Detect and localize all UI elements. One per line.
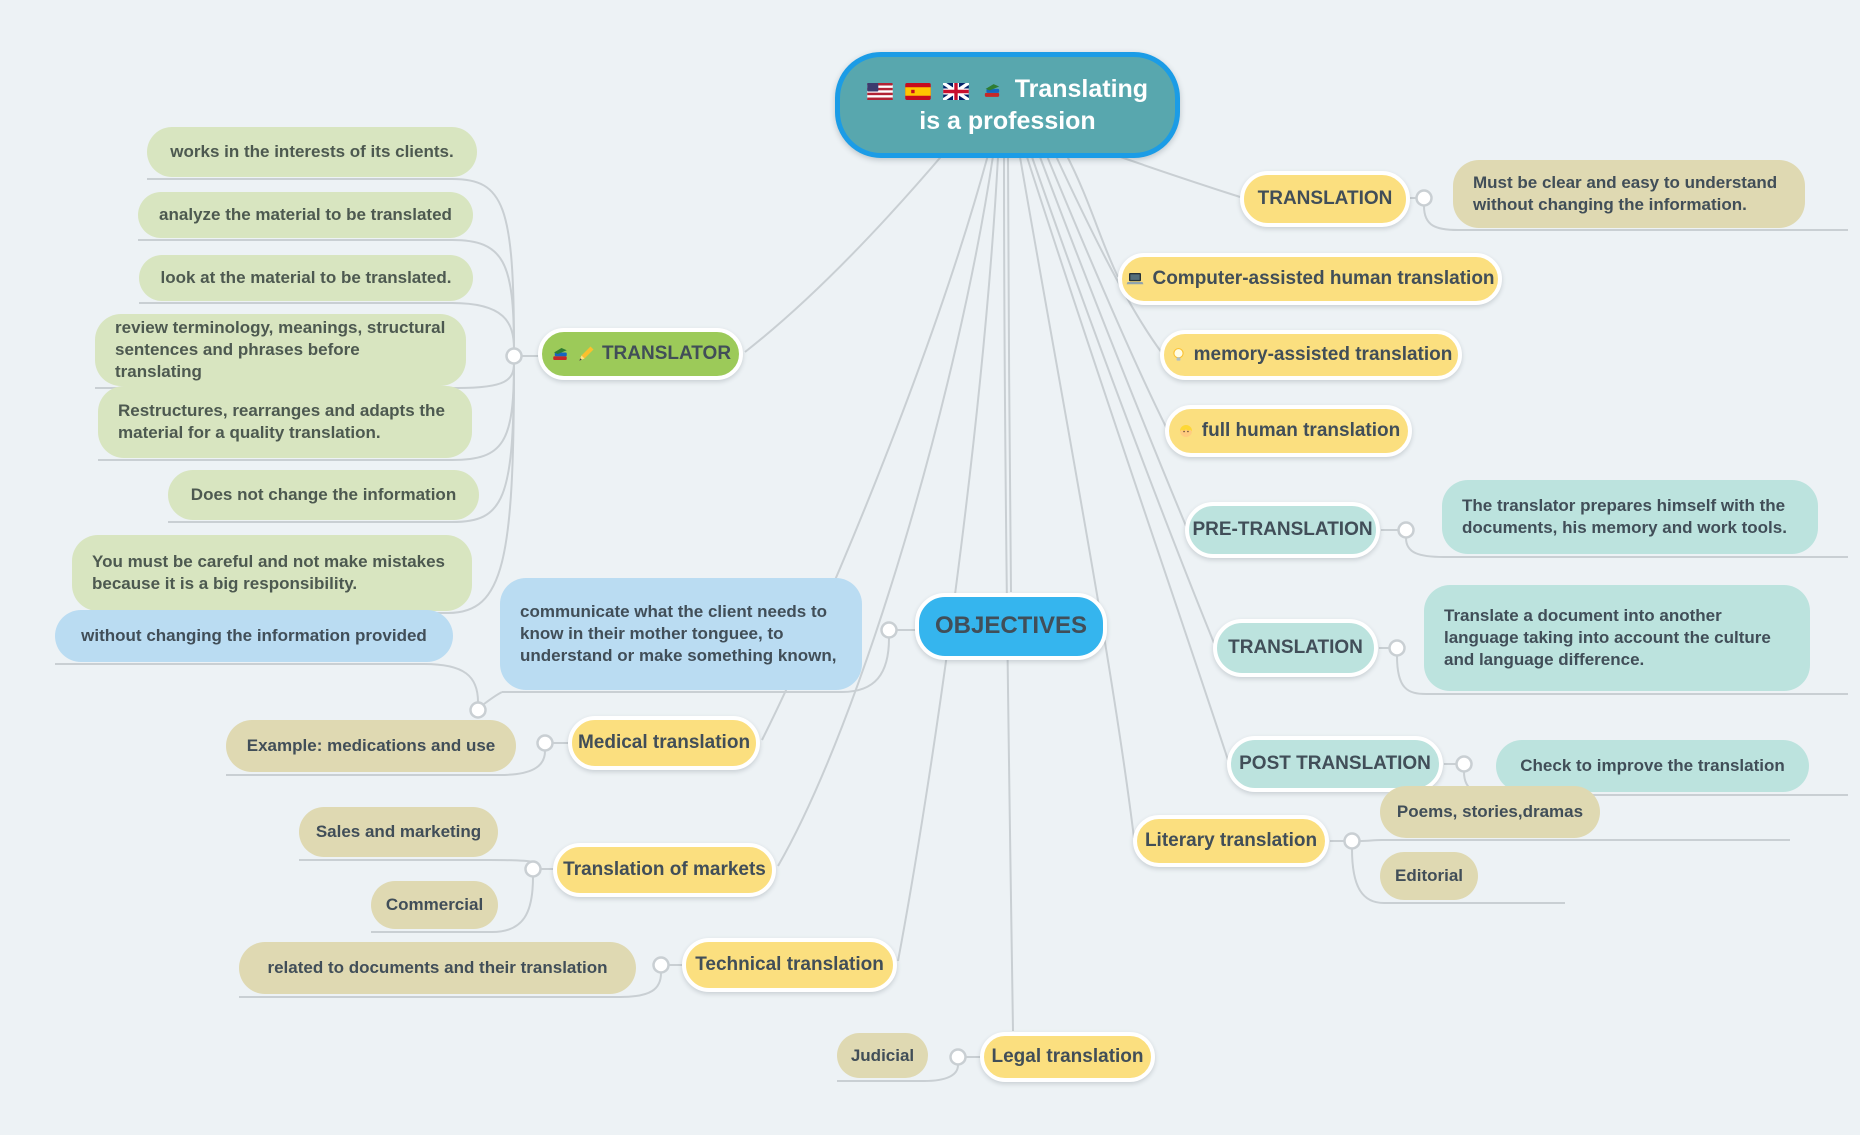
link-root-computer: [1064, 151, 1119, 278]
child-commercial[interactable]: Commercial: [371, 881, 498, 929]
branch-toggle[interactable]: [505, 347, 523, 365]
child-related-to-documents[interactable]: related to documents and their translati…: [239, 942, 636, 994]
blond-person-icon: [1177, 422, 1195, 440]
link-root-markets: [777, 155, 994, 867]
link-root-translation-mid: [1031, 156, 1215, 644]
branch-toggle[interactable]: [1343, 832, 1361, 850]
child-poems-stories-dramas[interactable]: Poems, stories,dramas: [1380, 786, 1600, 838]
child-translate-document[interactable]: Translate a document into another langua…: [1424, 585, 1810, 691]
link-root-full-human: [1046, 155, 1168, 430]
child-analyze-material[interactable]: analyze the material to be translated: [138, 192, 473, 238]
child-must-be-clear[interactable]: Must be clear and easy to understand wit…: [1453, 160, 1805, 228]
topic-medical-translation[interactable]: Medical translation: [568, 716, 760, 770]
topic-objectives[interactable]: OBJECTIVES: [915, 593, 1107, 660]
link-root-pre-translation: [1039, 156, 1187, 527]
books-icon: [550, 345, 570, 363]
branch-toggle[interactable]: [469, 701, 487, 719]
branch-toggle[interactable]: [1388, 639, 1406, 657]
topic-full-human-translation[interactable]: full human translation: [1165, 405, 1412, 457]
books-icon: [981, 81, 1003, 100]
topic-technical-translation[interactable]: Technical translation: [682, 938, 897, 992]
link-root-post-translation: [1026, 156, 1229, 761]
topic-translation-of-markets[interactable]: Translation of markets: [553, 843, 776, 897]
child-restructures[interactable]: Restructures, rearranges and adapts the …: [98, 386, 472, 458]
us-flag-icon: [867, 83, 893, 100]
link-root-memory: [1054, 153, 1163, 354]
branch-toggle[interactable]: [524, 860, 542, 878]
topic-label: full human translation: [1201, 419, 1401, 441]
branch-toggle[interactable]: [536, 734, 554, 752]
laptop-icon: [1125, 270, 1145, 288]
child-look-at-material[interactable]: look at the material to be translated.: [139, 255, 473, 301]
branch-toggle[interactable]: [949, 1048, 967, 1066]
topic-label: TRANSLATOR: [601, 342, 732, 364]
link-root-literary: [1019, 156, 1135, 839]
topic-translation-top[interactable]: TRANSLATION: [1240, 171, 1410, 227]
topic-computer-assisted-translation[interactable]: Computer-assisted human translation: [1118, 253, 1502, 305]
topic-pre-translation[interactable]: PRE-TRANSLATION: [1185, 502, 1380, 558]
child-check-to-improve[interactable]: Check to improve the translation: [1496, 740, 1809, 792]
child-judicial[interactable]: Judicial: [837, 1033, 928, 1078]
topic-memory-assisted-translation[interactable]: memory-assisted translation: [1160, 330, 1462, 380]
child-review-terminology[interactable]: review terminology, meanings, structural…: [95, 314, 466, 386]
branch-toggle[interactable]: [1397, 521, 1415, 539]
topic-label: Computer-assisted human translation: [1152, 267, 1495, 289]
child-works-in-interests[interactable]: works in the interests of its clients.: [147, 127, 477, 177]
branch-toggle[interactable]: [880, 621, 898, 639]
root-label: Translating is a profession: [862, 73, 1153, 137]
link-root-technical: [897, 156, 999, 962]
topic-translation-mid[interactable]: TRANSLATION: [1213, 619, 1378, 677]
child-without-changing-info[interactable]: without changing the information provide…: [55, 610, 453, 662]
link-root-objectives: [1007, 157, 1012, 593]
topic-legal-translation[interactable]: Legal translation: [980, 1032, 1155, 1082]
topic-translator[interactable]: TRANSLATOR: [538, 328, 743, 380]
root-node-translating-is-a-profession[interactable]: Translating is a profession: [835, 52, 1180, 158]
topic-label: memory-assisted translation: [1193, 343, 1453, 365]
child-example-medications[interactable]: Example: medications and use: [226, 720, 516, 772]
topic-post-translation[interactable]: POST TRANSLATION: [1227, 736, 1443, 792]
child-translator-prepares[interactable]: The translator prepares himself with the…: [1442, 480, 1818, 554]
child-be-careful[interactable]: You must be careful and not make mistake…: [72, 535, 472, 611]
pencil-icon: [577, 345, 595, 363]
uk-flag-icon: [942, 83, 969, 100]
child-sales-and-marketing[interactable]: Sales and marketing: [299, 807, 498, 857]
branch-toggle[interactable]: [1455, 755, 1473, 773]
topic-literary-translation[interactable]: Literary translation: [1133, 815, 1329, 867]
branch-toggle[interactable]: [1415, 189, 1433, 207]
child-does-not-change[interactable]: Does not change the information: [168, 470, 479, 520]
link-root-translator: [744, 151, 946, 353]
child-editorial[interactable]: Editorial: [1380, 852, 1478, 900]
branch-toggle[interactable]: [652, 956, 670, 974]
spain-flag-icon: [905, 83, 931, 100]
child-communicate-client-needs[interactable]: communicate what the client needs to kno…: [500, 578, 862, 690]
light-bulb-icon: [1170, 346, 1187, 364]
